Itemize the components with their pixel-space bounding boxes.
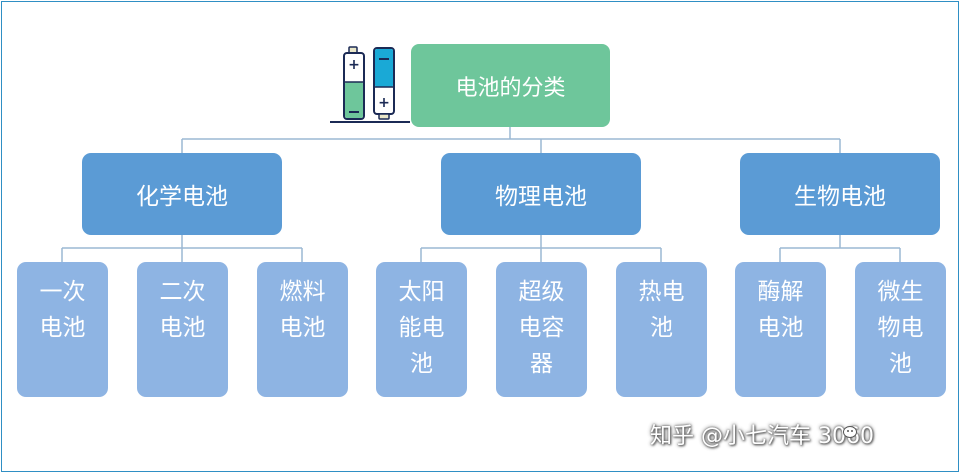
leaf-label: 二次 电池 <box>159 279 206 341</box>
leaf-node-primary-battery: 一次 电池 <box>17 262 108 397</box>
root-node: 电池的分类 <box>411 44 610 127</box>
category-label: 化学电池 <box>136 184 228 210</box>
leaf-node-secondary-battery: 二次 电池 <box>137 262 228 397</box>
root-label: 电池的分类 <box>455 75 566 101</box>
leaf-label: 超级 电容 器 <box>518 279 565 377</box>
watermark: 知乎 @小七汽车 3060 <box>650 424 874 449</box>
battery-icon: + + <box>330 46 410 123</box>
category-node-chemical: 化学电池 <box>82 153 282 235</box>
leaf-node-supercapacitor: 超级 电容 器 <box>496 262 587 397</box>
leaf-label: 微生 物电 池 <box>877 279 924 377</box>
category-node-physical: 物理电池 <box>441 153 641 235</box>
category-label: 物理电池 <box>495 184 587 210</box>
wechat-logo-icon <box>843 426 857 438</box>
leaf-label: 热电 池 <box>638 279 685 341</box>
leaf-label: 太阳 能电 池 <box>398 279 445 377</box>
leaf-label: 酶解 电池 <box>757 279 804 341</box>
category-label: 生物电池 <box>794 184 886 210</box>
svg-text:+: + <box>378 95 390 111</box>
svg-text:+: + <box>348 57 360 73</box>
leaf-node-enzymatic-cell: 酶解 电池 <box>735 262 826 397</box>
category-node-biological: 生物电池 <box>740 153 940 235</box>
leaf-node-microbial-cell: 微生 物电 池 <box>855 262 946 397</box>
leaf-node-solar-cell: 太阳 能电 池 <box>376 262 467 397</box>
leaf-node-thermal-battery: 热电 池 <box>616 262 707 397</box>
leaf-label: 燃料 电池 <box>279 279 326 341</box>
leaf-label: 一次 电池 <box>39 279 86 341</box>
leaf-node-fuel-cell: 燃料 电池 <box>257 262 348 397</box>
